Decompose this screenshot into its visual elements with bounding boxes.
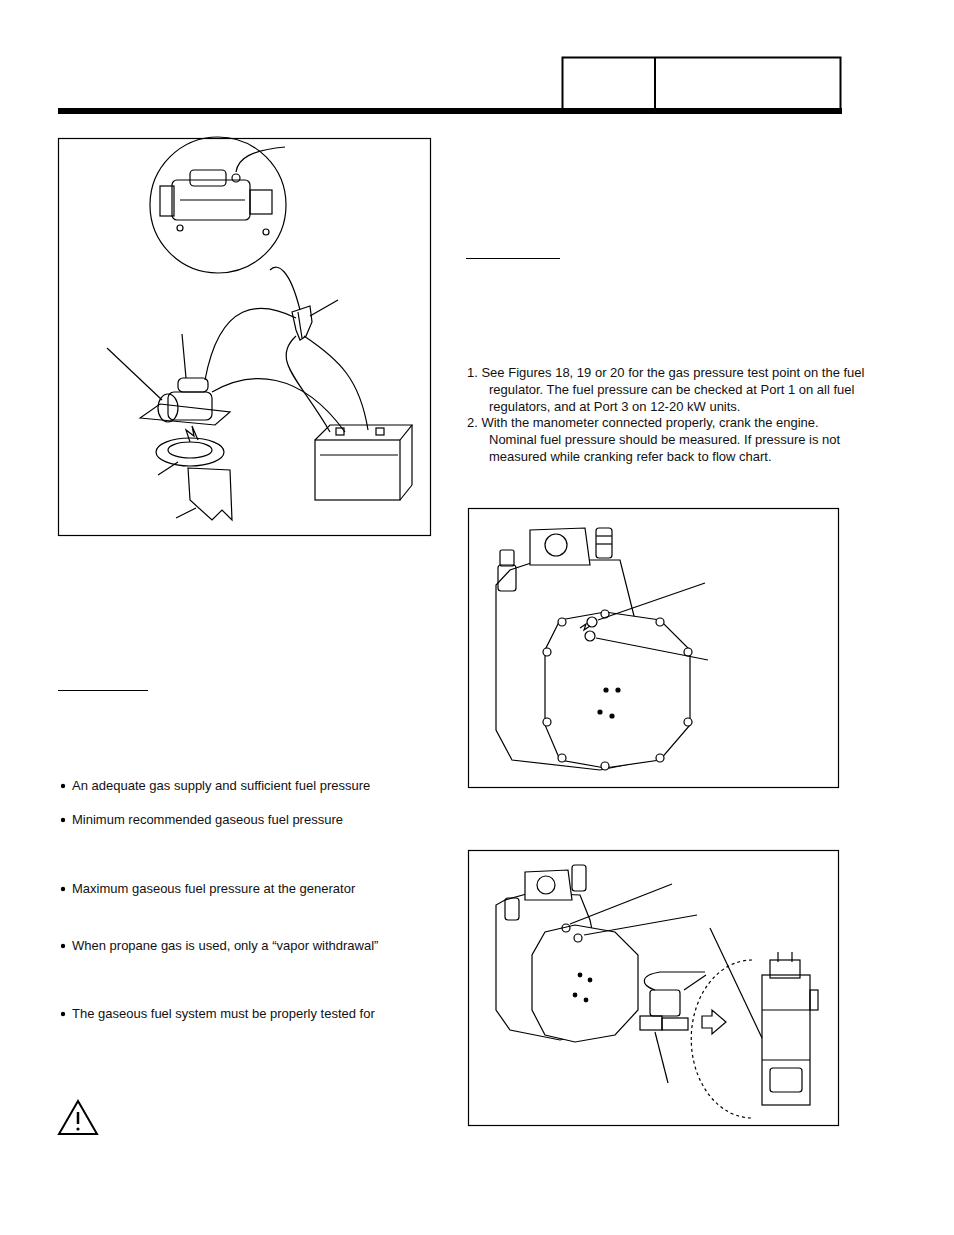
header-divider xyxy=(654,57,656,110)
regulator-solenoid-figure xyxy=(469,851,839,1126)
inset-circle xyxy=(150,137,286,273)
heading-rule xyxy=(58,690,148,691)
figure-frame xyxy=(469,509,839,788)
step-text: 2. With the manometer connected properly… xyxy=(467,414,865,465)
bullet-text: When propane gas is used, only a “vapor … xyxy=(72,937,434,954)
heading-rule xyxy=(466,258,560,259)
bullet-text: An adequate gas supply and sufficient fu… xyxy=(72,777,434,794)
warning-triangle xyxy=(59,1101,97,1134)
bullet-text: Maximum gaseous fuel pressure at the gen… xyxy=(72,880,434,897)
page-header xyxy=(58,57,842,114)
figure-frame xyxy=(469,851,839,1126)
step-text: 1. See Figures 18, 19 or 20 for the gas … xyxy=(467,364,865,415)
header-box xyxy=(563,58,841,110)
wires xyxy=(205,267,368,432)
battery xyxy=(315,425,412,500)
side-view xyxy=(691,952,818,1118)
regulator-figure xyxy=(469,509,839,788)
bullet-dots xyxy=(61,784,65,1016)
burner-ring xyxy=(156,426,232,520)
starter-test-figure xyxy=(59,137,431,536)
leader-lines xyxy=(107,300,338,518)
test-clip xyxy=(292,306,312,340)
solenoid-valve xyxy=(640,972,705,1030)
figure-frame xyxy=(59,139,431,536)
starter-motor-inset xyxy=(160,147,285,235)
bullet-text: Minimum recommended gaseous fuel pressur… xyxy=(72,811,434,828)
header-rule xyxy=(58,108,842,114)
bullet-text: The gaseous fuel system must be properly… xyxy=(72,1005,434,1022)
starter-motor xyxy=(140,378,230,425)
